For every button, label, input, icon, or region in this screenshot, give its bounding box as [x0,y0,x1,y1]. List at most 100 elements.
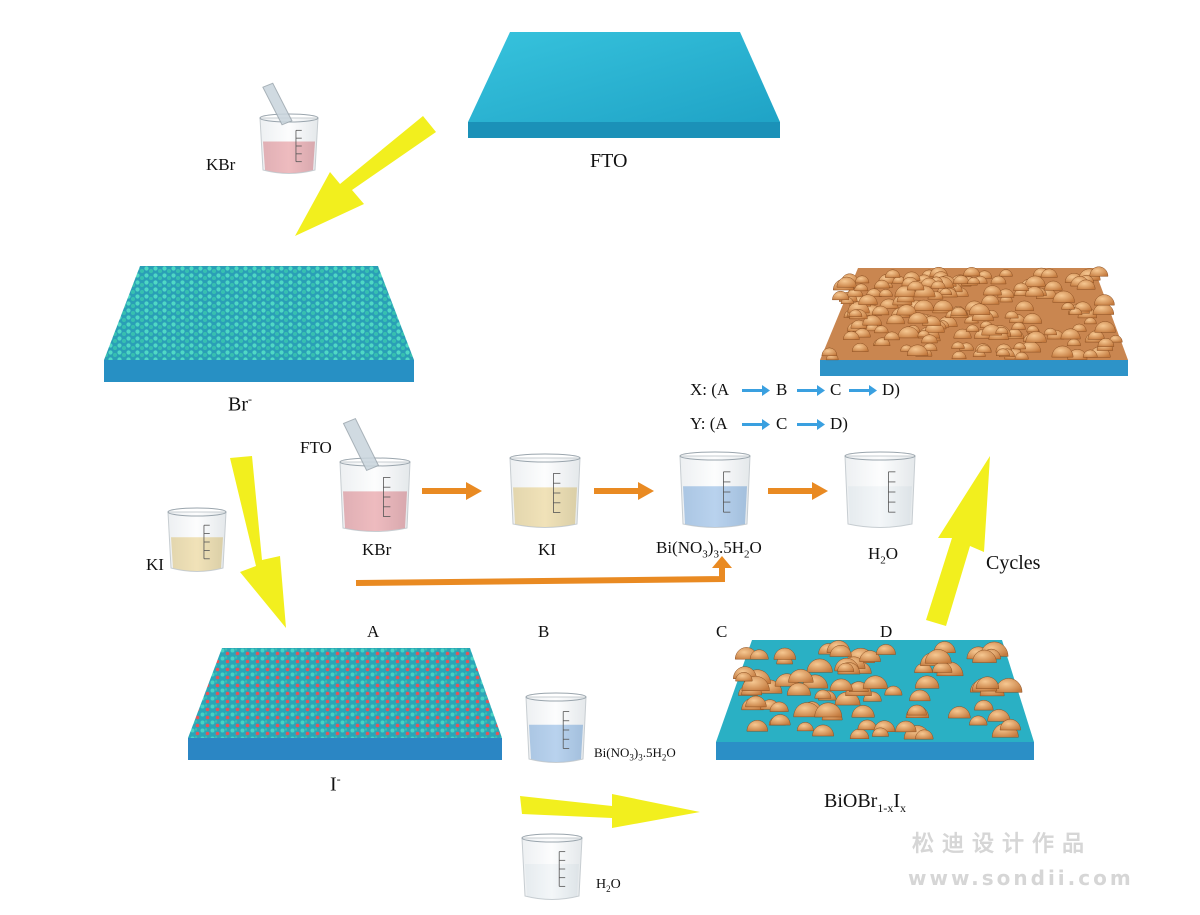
bi-nitrate-beaker-mid [679,451,751,528]
nanoflake [875,644,896,655]
nanoflake [884,269,901,278]
bi-nitrate-beaker-bottom [525,692,587,763]
water-beaker-bottom [521,833,583,900]
nanoflake [829,645,852,657]
nanoflake [851,705,875,718]
nanoflake [735,672,753,682]
nanoflake [968,303,991,315]
nanoflake [1011,322,1026,330]
sequence-y-c: C [776,414,788,433]
nanoflake [878,289,893,297]
nanoflake [974,700,994,711]
nanoflake [812,724,834,737]
sequence-x-d: D) [882,380,900,399]
nanoflake [1082,349,1098,358]
nanoflake [1014,351,1029,360]
nanoflake [1060,328,1081,340]
watermark-url: www.sondii.com [908,866,1134,890]
kbr-mid-label: KBr [362,540,392,559]
nanoflake [858,294,878,305]
nanoflake [1076,279,1096,290]
nanoflake [769,701,789,712]
nanoflake [871,305,890,316]
nanoflake [796,722,814,732]
nanoflake [948,706,971,719]
yellow-arrow-ki [230,456,286,628]
nanoflake [821,347,838,357]
nanoflake [951,341,965,349]
ki-left-label: KI [146,555,164,574]
nanoflake [969,715,988,726]
nanoflake [915,729,934,740]
nanoflake [1040,268,1058,278]
nanoflake [749,649,769,660]
kbr-beaker-mid [339,417,411,532]
nanoflake [1094,294,1115,306]
nanoflake [907,312,929,324]
i-label: I- [330,772,341,796]
biobr-dense-substrate [820,266,1128,376]
nanoflake [1068,307,1083,315]
nanoflake [930,280,946,289]
nanoflake [999,719,1021,731]
biobr-sparse-substrate [716,640,1034,760]
nanoflake [814,689,832,699]
nanoflake [1022,313,1043,324]
nanoflake [851,343,869,352]
nanoflake [745,695,767,708]
nanoflake [951,351,967,360]
yellow-arrow-bi [520,794,700,828]
step-d-label: D [880,622,893,641]
nanoflake [1094,321,1116,333]
nanoflake [1025,286,1044,297]
fto-mid-label: FTO [300,438,332,457]
nanoflake [883,331,900,341]
sequence-x-b: B [776,380,788,399]
nanoflake [773,647,796,660]
nanoflake [862,675,888,689]
nanoflake [983,285,1002,296]
watermark-cn: 松迪设计作品 [912,832,1093,857]
nanoflake [1052,291,1075,303]
yellow-arrow-kbr [295,116,436,236]
yellow-arrow-cycles [926,456,990,626]
kbr-top-label: KBr [206,155,236,174]
nanoflake [950,307,967,316]
nanoflake [1014,300,1034,311]
nanoflake [843,331,860,340]
fto-top-label: FTO [590,150,628,172]
nanoflake [906,280,925,291]
nanoflake [1051,346,1074,358]
orange-arrows [355,482,828,586]
step-b-label: B [538,622,550,641]
step-c-label: C [716,622,728,641]
nanoflake [967,277,981,285]
nanoflake [999,269,1013,277]
nanoflake [995,348,1010,356]
nanoflake [895,720,917,733]
nanoflake [874,279,890,289]
nanoflake [914,675,940,689]
nanoflake [976,344,992,353]
cycles-label: Cycles [986,552,1041,574]
nanoflake [1097,338,1115,347]
nanoflake [871,727,889,737]
water-mid-label: H2O [868,544,899,567]
ki-beaker-left [167,507,227,572]
kbr-beaker-top [259,82,319,174]
nanoflake [836,276,857,288]
fto-substrate-top [468,32,780,138]
nanoflake [1044,281,1063,291]
nanoflake [990,275,1007,285]
sequence-x-c: C [830,380,842,399]
br-substrate [104,266,414,382]
nanoflake [972,649,997,663]
nanoflake [995,326,1009,334]
nanoflake [859,650,881,662]
bi-nitrate-bottom-label: Bi(NO3)3.5H2O [594,745,676,763]
nanoflake [1025,331,1047,343]
sequence-x-start: X: (A [690,380,730,399]
nanoflake [1089,266,1109,277]
nanoflake [854,283,869,292]
